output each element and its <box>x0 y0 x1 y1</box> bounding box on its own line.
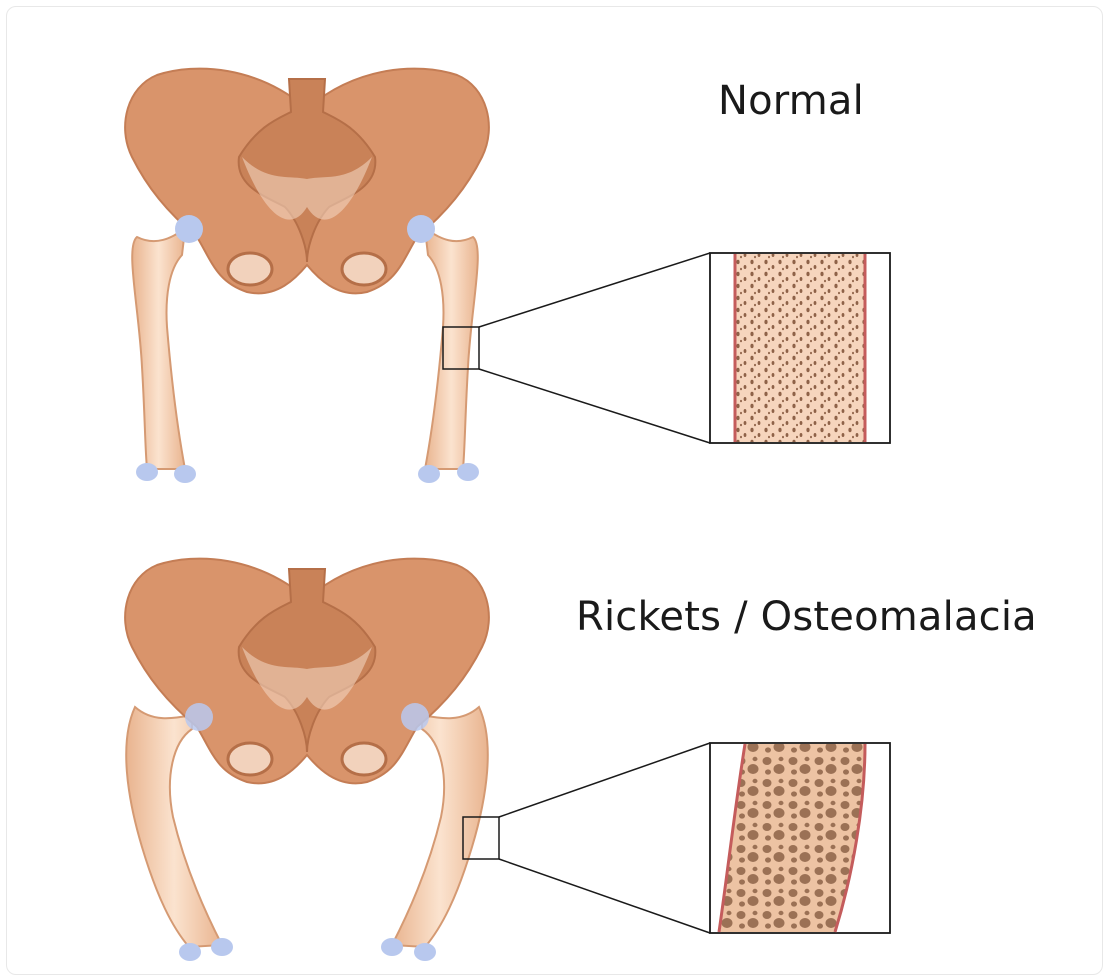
rickets-hip-cartilage-left <box>185 703 213 731</box>
rickets-knee-right-a <box>381 938 403 956</box>
normal-skeleton <box>125 69 489 483</box>
rickets-knee-left-a <box>179 943 201 961</box>
image-frame: Normal Rickets / Osteomalacia <box>6 6 1103 975</box>
normal-hip-cartilage-left <box>175 215 203 243</box>
normal-right-femur <box>425 229 478 469</box>
normal-label: Normal <box>718 81 864 121</box>
rickets-knee-right-b <box>414 943 436 961</box>
rickets-skeleton <box>125 559 489 961</box>
normal-obturator-left <box>228 253 272 285</box>
normal-zoom <box>443 253 890 443</box>
normal-knee-left-a <box>136 463 158 481</box>
rickets-knee-left-b <box>211 938 233 956</box>
normal-knee-right-b <box>457 463 479 481</box>
normal-obturator-right <box>342 253 386 285</box>
rickets-zoom <box>463 743 890 933</box>
normal-left-femur <box>132 229 185 469</box>
normal-knee-right-a <box>418 465 440 483</box>
normal-knee-left-b <box>174 465 196 483</box>
rickets-hip-cartilage-right <box>401 703 429 731</box>
normal-hip-cartilage-right <box>407 215 435 243</box>
anatomy-illustration <box>7 7 1103 975</box>
rickets-label: Rickets / Osteomalacia <box>576 597 1037 637</box>
rickets-obturator-right <box>342 743 386 775</box>
rickets-obturator-left <box>228 743 272 775</box>
